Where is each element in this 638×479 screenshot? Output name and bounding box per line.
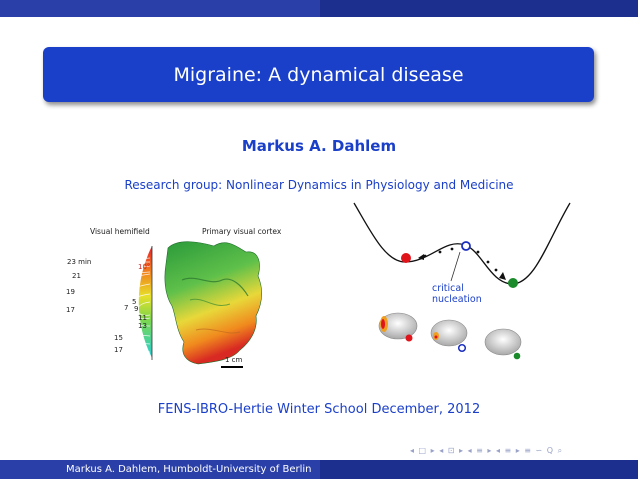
- time-label-19: 19: [66, 288, 75, 296]
- scale-bar-label: 1 cm: [225, 356, 243, 364]
- footer-author: Markus A. Dahlem, Humboldt-University of…: [0, 460, 320, 479]
- slide-title-box: Migraine: A dynamical disease: [43, 47, 594, 102]
- time-label-5: 5: [132, 298, 137, 306]
- time-label-7: 7: [124, 304, 129, 312]
- time-label-9: 9: [134, 305, 139, 313]
- nav-segment-right[interactable]: [320, 0, 638, 17]
- time-label-17-left: 17: [66, 306, 75, 314]
- cortex-surface: [164, 241, 262, 365]
- primary-visual-cortex-map: [164, 241, 262, 368]
- state-marker-critical: [461, 241, 471, 251]
- critical-nucleation-label: critical nucleation: [432, 283, 482, 305]
- time-label-11: 11: [138, 314, 147, 322]
- footer-bar: Markus A. Dahlem, Humboldt-University of…: [0, 460, 638, 479]
- slide-title: Migraine: A dynamical disease: [173, 63, 464, 86]
- navigation-symbols[interactable]: ◂ □ ▸ ◂ ⊡ ▸ ◂ ≡ ▸ ◂ ≡ ▸ ≡ ∽ Q ⌕: [410, 446, 564, 455]
- state-marker-green: [508, 278, 518, 288]
- affiliation: Research group: Nonlinear Dynamics in Ph…: [124, 178, 514, 192]
- author-name: Markus A. Dahlem: [241, 137, 397, 155]
- state-marker-red: [401, 253, 411, 263]
- nav-segment-left[interactable]: [0, 0, 320, 17]
- visual-hemifield-label: Visual hemifield: [90, 227, 150, 236]
- time-label-21: 21: [72, 272, 81, 280]
- primary-visual-cortex-label: Primary visual cortex: [202, 227, 282, 236]
- angle-label: 10°: [138, 263, 151, 271]
- top-navigation-bar: [0, 0, 638, 17]
- event-name: FENS-IBRO-Hertie Winter School December,…: [157, 402, 481, 417]
- time-label-15: 15: [114, 334, 123, 342]
- time-label-17-bottom: 17: [114, 346, 123, 354]
- brain-illustrations: [378, 312, 522, 360]
- time-label-13: 13: [138, 322, 147, 330]
- time-label-23min: 23 min: [67, 258, 92, 266]
- potential-landscape: [353, 202, 571, 288]
- footer-right-segment: [320, 460, 638, 479]
- visual-hemifield-map: [59, 246, 153, 360]
